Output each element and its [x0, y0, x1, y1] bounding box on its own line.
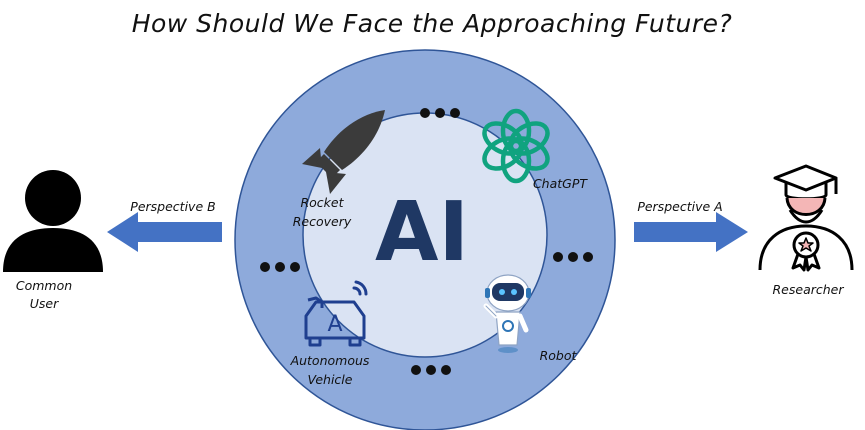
svg-text:Recovery: Recovery [293, 214, 352, 229]
svg-text:Rocket: Rocket [300, 195, 344, 210]
perspective-b-arrow [107, 212, 222, 252]
chatgpt-icon [482, 108, 550, 184]
researcher-icon [758, 164, 854, 272]
ellipsis-left [260, 262, 300, 272]
researcher-label: Researcher [772, 282, 844, 297]
svg-text:A: A [327, 312, 342, 337]
ai-label: AI [375, 185, 469, 280]
perspective-a-label: Perspective A [637, 199, 722, 214]
svg-text:Common: Common [16, 278, 72, 293]
svg-text:User: User [30, 296, 59, 311]
diagram-title: How Should We Face the Approaching Futur… [132, 9, 733, 38]
robot-label: Robot [540, 348, 578, 363]
perspective-b-label: Perspective B [130, 199, 215, 214]
ellipsis-top [420, 108, 460, 118]
perspective-a-arrow [634, 212, 748, 252]
common-user-label: Common User [16, 278, 72, 311]
ellipsis-bottom [411, 365, 451, 375]
user-icon [3, 170, 103, 272]
robot-icon [483, 274, 531, 353]
svg-text:Vehicle: Vehicle [308, 372, 353, 387]
rocket-label: Rocket Recovery [293, 195, 352, 229]
vehicle-label: Autonomous Vehicle [290, 353, 370, 387]
rocket-icon [302, 110, 385, 194]
autonomous-vehicle-icon: A [304, 280, 368, 347]
ellipsis-right [553, 252, 593, 262]
svg-text:Autonomous: Autonomous [290, 353, 370, 368]
chatgpt-label: ChatGPT [533, 176, 588, 191]
